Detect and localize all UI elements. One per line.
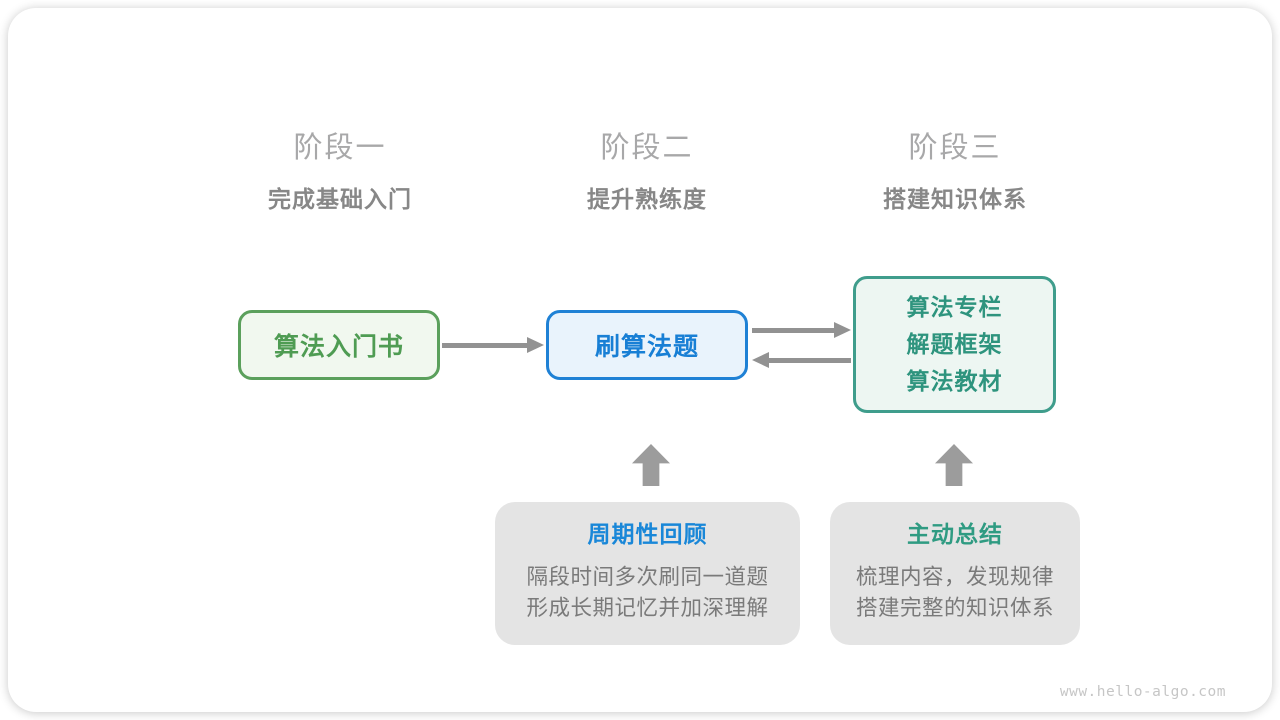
intro-book-box: 算法入门书 bbox=[238, 310, 440, 380]
stage-2-label: 阶段二 bbox=[600, 132, 694, 164]
arrow-shaft bbox=[752, 327, 836, 333]
periodic-review-title: 周期性回顾 bbox=[587, 521, 708, 547]
advanced-resource-line-3: 算法教材 bbox=[906, 368, 1003, 394]
stage-1-subtitle: 完成基础入门 bbox=[268, 186, 412, 212]
stage-3-header: 阶段三 搭建知识体系 bbox=[805, 132, 1105, 212]
site-watermark: www.hello-algo.com bbox=[1059, 684, 1226, 700]
arrow-up-summarize-icon bbox=[935, 444, 973, 486]
arrow-head bbox=[834, 322, 851, 338]
active-summary-title: 主动总结 bbox=[907, 521, 1003, 547]
periodic-review-body: 隔段时间多次刷同一道题 形成长期记忆并加深理解 bbox=[526, 562, 768, 623]
periodic-review-note: 周期性回顾 隔段时间多次刷同一道题 形成长期记忆并加深理解 bbox=[495, 502, 800, 645]
intro-book-label: 算法入门书 bbox=[273, 333, 404, 361]
note-body-line: 梳理内容，发现规律 bbox=[855, 565, 1054, 589]
stage-1-header: 阶段一 完成基础入门 bbox=[190, 132, 490, 212]
active-summary-note: 主动总结 梳理内容，发现规律 搭建完整的知识体系 bbox=[830, 502, 1080, 645]
practice-problems-label: 刷算法题 bbox=[594, 333, 699, 361]
diagram-card: 阶段一 完成基础入门 阶段二 提升熟练度 阶段三 搭建知识体系 算法入门书 刷算… bbox=[8, 8, 1272, 712]
stage-2-header: 阶段二 提升熟练度 bbox=[497, 132, 797, 212]
arrow-shaft bbox=[442, 342, 529, 348]
arrow-right-practice-to-advanced-icon bbox=[752, 322, 851, 338]
stage-1-label: 阶段一 bbox=[293, 132, 387, 164]
arrow-head bbox=[527, 337, 544, 353]
arrow-shaft bbox=[767, 357, 851, 363]
arrow-up-review-icon bbox=[632, 444, 670, 486]
arrow-right-intro-to-practice-icon bbox=[442, 337, 544, 353]
stage-2-subtitle: 提升熟练度 bbox=[587, 186, 707, 212]
advanced-resources-box: 算法专栏 解题框架 算法教材 bbox=[853, 276, 1056, 413]
active-summary-body: 梳理内容，发现规律 搭建完整的知识体系 bbox=[856, 562, 1054, 623]
advanced-resource-line-1: 算法专栏 bbox=[906, 294, 1003, 320]
note-body-line: 搭建完整的知识体系 bbox=[855, 595, 1054, 620]
arrow-left-advanced-to-practice-icon bbox=[752, 352, 851, 368]
stage-3-label: 阶段三 bbox=[908, 132, 1002, 164]
advanced-resource-line-2: 解题框架 bbox=[906, 331, 1003, 357]
arrow-head bbox=[752, 352, 769, 368]
note-body-line: 隔段时间多次刷同一道题 bbox=[526, 565, 769, 589]
practice-problems-box: 刷算法题 bbox=[546, 310, 748, 380]
stage-3-subtitle: 搭建知识体系 bbox=[883, 186, 1027, 212]
note-body-line: 形成长期记忆并加深理解 bbox=[526, 595, 769, 620]
